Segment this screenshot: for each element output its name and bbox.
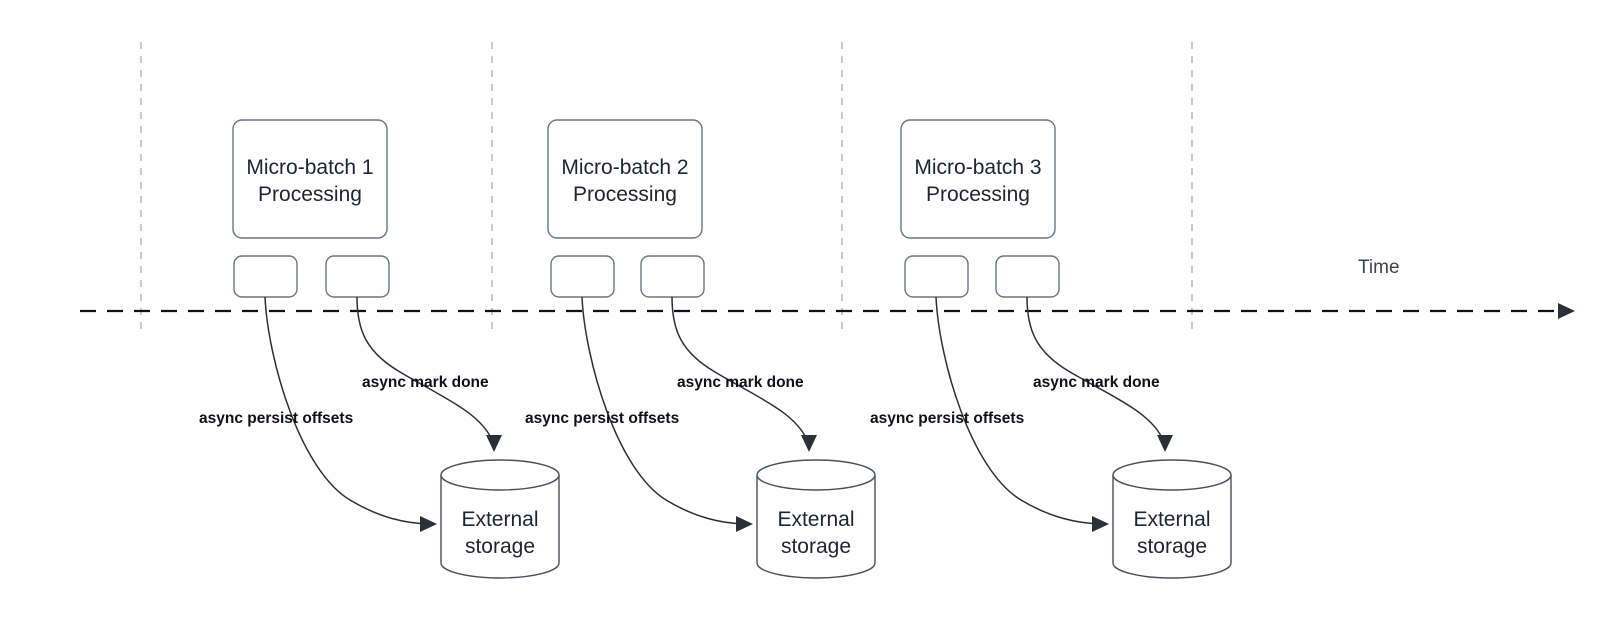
edge-arrowhead-mark-done-3 (1157, 435, 1173, 452)
external-storage-label-line2-2: storage (781, 535, 851, 558)
external-storage-3[interactable]: External storage (1112, 459, 1232, 579)
group-3: Micro-batch 3 Processing async persist off… (870, 119, 1232, 579)
micro-batch-box-shape-2 (547, 119, 703, 239)
edge-label-mark-done-2: async mark done (677, 374, 804, 391)
external-storage-2[interactable]: External storage (756, 459, 876, 579)
batch-boundary-lines (140, 42, 1193, 330)
edge-path-mark-done-3 (1026, 296, 1164, 441)
micro-batch-label-line1-3: Micro-batch 3 (914, 156, 1041, 179)
task-box-3-2[interactable] (995, 255, 1060, 298)
edge-label-persist-2: async persist offsets (525, 410, 679, 427)
external-storage-top-2 (756, 459, 876, 491)
group-1: Micro-batch 1 Processing async persist off… (199, 119, 560, 579)
edge-label-mark-done-3: async mark done (1033, 374, 1160, 391)
external-storage-body-2 (756, 475, 876, 579)
external-storage-1[interactable]: External storage (440, 459, 560, 579)
edge-arrowhead-persist-1 (420, 516, 437, 532)
edge-arrowhead-mark-done-1 (486, 435, 502, 452)
external-storage-body-3 (1112, 475, 1232, 579)
micro-batch-box-shape-1 (232, 119, 388, 239)
micro-batch-label-line1-1: Micro-batch 1 (246, 156, 373, 179)
edge-path-mark-done-1 (356, 296, 493, 441)
task-box-1-2[interactable] (325, 255, 390, 298)
task-box-2-1[interactable] (550, 255, 615, 298)
external-storage-top-3 (1112, 459, 1232, 491)
edge-label-persist-1: async persist offsets (199, 410, 353, 427)
time-axis: Time (80, 257, 1575, 319)
micro-batch-box-2[interactable]: Micro-batch 2 Processing (547, 119, 703, 239)
edge-arrowhead-persist-2 (736, 516, 753, 532)
micro-batch-label-line2-1: Processing (258, 183, 362, 206)
external-storage-top-1 (440, 459, 560, 491)
external-storage-label-line1-1: External (461, 508, 538, 531)
group-2: Micro-batch 2 Processing async persist off… (525, 119, 876, 579)
external-storage-label-line2-1: storage (465, 535, 535, 558)
edge-path-mark-done-2 (671, 296, 808, 441)
time-axis-arrowhead (1558, 303, 1575, 319)
edge-path-persist-3 (935, 296, 1101, 525)
micro-batch-box-shape-3 (900, 119, 1056, 239)
task-box-2-2[interactable] (640, 255, 705, 298)
external-storage-label-line1-2: External (777, 508, 854, 531)
micro-batch-label-line2-3: Processing (926, 183, 1030, 206)
micro-batch-label-line1-2: Micro-batch 2 (561, 156, 688, 179)
task-box-1-1[interactable] (233, 255, 298, 298)
edge-path-persist-1 (264, 296, 429, 525)
edge-path-persist-2 (581, 296, 745, 525)
micro-batch-box-3[interactable]: Micro-batch 3 Processing (900, 119, 1056, 239)
external-storage-label-line2-3: storage (1137, 535, 1207, 558)
task-box-3-1[interactable] (904, 255, 969, 298)
edge-arrowhead-mark-done-2 (801, 435, 817, 452)
micro-batch-groups: Micro-batch 1 Processing async persist off… (199, 119, 1232, 579)
edge-label-persist-3: async persist offsets (870, 410, 1024, 427)
edge-arrowhead-persist-3 (1092, 516, 1109, 532)
edge-label-mark-done-1: async mark done (362, 374, 489, 391)
external-storage-body-1 (440, 475, 560, 579)
micro-batch-label-line2-2: Processing (573, 183, 677, 206)
time-axis-label: Time (1358, 257, 1400, 278)
micro-batch-box-1[interactable]: Micro-batch 1 Processing (232, 119, 388, 239)
external-storage-label-line1-3: External (1133, 508, 1210, 531)
